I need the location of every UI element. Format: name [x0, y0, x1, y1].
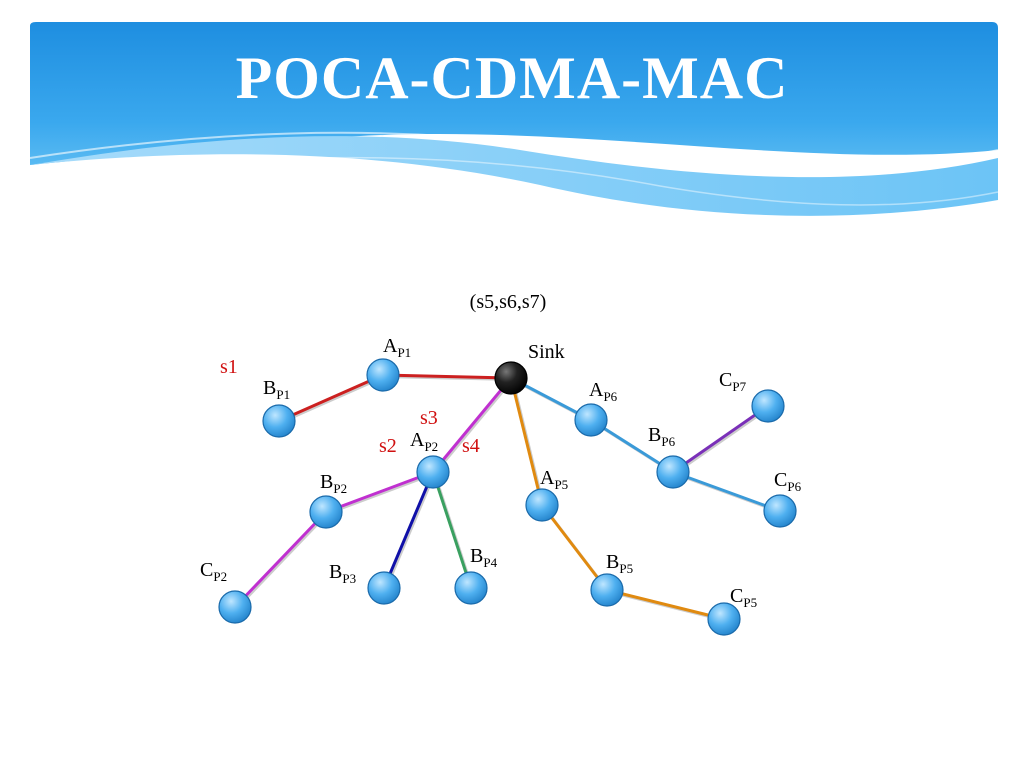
node-bp1	[262, 404, 296, 438]
node-label-bp6: BP6	[648, 424, 676, 449]
signal-label-s1: s1	[220, 356, 238, 378]
node-label-cp2: CP2	[200, 559, 227, 584]
node-label-ap1: AP1	[383, 335, 411, 360]
nodes-layer	[218, 358, 797, 636]
node-label-sink: Sink	[528, 341, 565, 363]
edge-bp2-cp2	[233, 510, 328, 609]
node-label-cp6: CP6	[774, 469, 802, 494]
edge-sink-ap5	[509, 377, 544, 506]
edge-ap2-bp2	[325, 470, 434, 514]
edge-shadow-ap1-bp1	[279, 375, 386, 424]
edges-layer	[233, 373, 783, 622]
edge-shadow-sink-ap2	[433, 378, 514, 475]
edge-bp6-cp6	[672, 470, 781, 513]
node-cp6	[763, 494, 797, 528]
node-sink	[494, 361, 528, 395]
signal-label-s3: s3	[420, 407, 438, 429]
node-bp6	[656, 455, 690, 489]
edge-bp6-cp7	[672, 404, 769, 474]
node-bp2	[309, 495, 343, 529]
node-label-ap6: AP6	[589, 379, 618, 404]
node-label-cp7: CP7	[719, 369, 747, 394]
node-label-bp5: BP5	[606, 551, 633, 576]
edge-shadow-bp2-cp2	[235, 512, 329, 610]
node-label-bp2: BP2	[320, 471, 347, 496]
node-label-bp4: BP4	[470, 545, 498, 570]
node-cp2	[218, 590, 252, 624]
node-labels-layer: Sink AP1 BP1 AP2 BP2 CP2 BP3 BP4 AP5 BP5…	[200, 335, 802, 610]
edge-ap2-bp3	[382, 471, 435, 589]
signal-labels: s1 s2 s3 s4	[220, 356, 480, 457]
node-ap1	[366, 358, 400, 392]
node-ap2	[416, 455, 450, 489]
node-cp7	[751, 389, 785, 423]
title-banner	[0, 0, 1024, 240]
node-cp5	[707, 602, 741, 636]
edge-sink-ap2	[431, 377, 513, 473]
edge-ap5-bp5	[540, 504, 609, 591]
edge-shadow-ap2-bp3	[384, 472, 436, 591]
edge-bp5-cp5	[606, 588, 725, 621]
node-bp5	[590, 573, 624, 607]
edge-shadow-bp6-cp7	[673, 406, 771, 475]
node-label-bp1: BP1	[263, 377, 290, 402]
slide-title: POCA-CDMA-MAC	[235, 45, 789, 111]
node-bp3	[367, 571, 401, 605]
node-label-ap5: AP5	[540, 467, 568, 492]
node-label-cp5: CP5	[730, 585, 757, 610]
node-label-bp3: BP3	[329, 561, 356, 586]
group-label: (s5,s6,s7)	[470, 291, 547, 313]
node-ap5	[525, 488, 559, 522]
signal-label-s4: s4	[462, 435, 480, 457]
node-ap6	[574, 403, 608, 437]
edge-shadow-ap2-bp2	[326, 472, 436, 515]
node-label-ap2: AP2	[410, 429, 438, 454]
signal-label-s2: s2	[379, 435, 397, 457]
node-bp4	[454, 571, 488, 605]
edge-ap1-bp1	[278, 373, 384, 423]
edge-sink-ap1	[382, 373, 512, 380]
edge-ap2-bp4	[431, 471, 473, 589]
banner-wave-graphic	[29, 22, 999, 216]
